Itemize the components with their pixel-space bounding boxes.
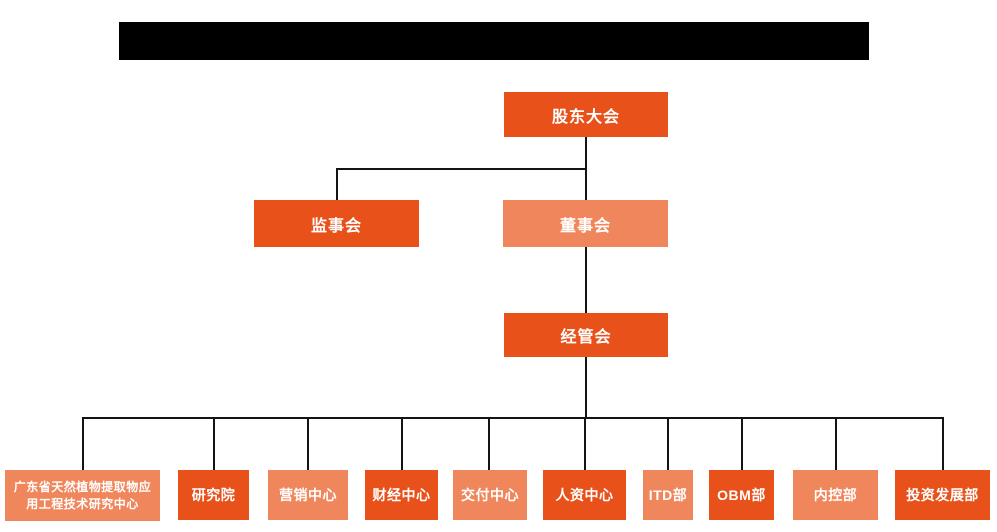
connector-dept-drop-1 — [82, 417, 84, 470]
dept-node-obm: OBM部 — [709, 470, 774, 520]
connector-management-down — [585, 357, 587, 419]
connector-supervisory-drop — [336, 168, 338, 200]
dept-label: OBM部 — [717, 487, 766, 503]
dept-node-hr-center: 人资中心 — [543, 470, 626, 520]
dept-label: 研究院 — [191, 487, 236, 503]
connector-dept-drop-9 — [835, 417, 837, 470]
connector-dept-drop-8 — [741, 417, 743, 470]
dept-label: 交付中心 — [461, 487, 519, 503]
dept-node-research-institute: 研究院 — [178, 470, 249, 520]
node-board-of-directors: 董事会 — [503, 200, 668, 247]
node-management-committee: 经管会 — [504, 313, 668, 357]
connector-departments-horizontal — [82, 417, 944, 419]
node-label: 经管会 — [560, 329, 612, 346]
node-shareholders-meeting: 股东大会 — [504, 92, 668, 137]
redacted-title-bar — [119, 22, 869, 60]
dept-node-marketing-center: 营销中心 — [268, 470, 348, 520]
connector-dept-drop-3 — [307, 417, 309, 470]
node-supervisory-board: 监事会 — [254, 200, 419, 247]
connector-dept-drop-10 — [942, 417, 944, 470]
dept-label: 内控部 — [813, 487, 858, 503]
node-label: 股东大会 — [551, 108, 620, 126]
connector-dept-drop-6 — [584, 417, 586, 470]
dept-node-finance-center: 财经中心 — [365, 470, 438, 520]
connector-board-management — [585, 247, 587, 313]
dept-node-investment-development: 投资发展部 — [895, 470, 990, 520]
dept-label: 投资发展部 — [906, 487, 979, 503]
dept-label: 广东省天然植物提取物应用工程技术研究中心 — [13, 480, 152, 511]
dept-node-delivery-center: 交付中心 — [453, 470, 527, 520]
dept-node-itd: ITD部 — [643, 470, 693, 520]
dept-label: ITD部 — [648, 487, 688, 503]
dept-node-guangdong-research-center: 广东省天然植物提取物应用工程技术研究中心 — [5, 470, 160, 521]
dept-label: 营销中心 — [279, 487, 337, 503]
node-label: 监事会 — [310, 217, 362, 235]
dept-node-internal-control: 内控部 — [793, 470, 878, 520]
dept-label: 人资中心 — [555, 487, 614, 503]
dept-label: 财经中心 — [372, 487, 431, 503]
connector-dept-drop-4 — [401, 417, 403, 470]
connector-dept-drop-5 — [488, 417, 490, 470]
node-label: 董事会 — [559, 217, 611, 235]
connector-dept-drop-7 — [667, 417, 669, 470]
connector-dept-drop-2 — [213, 417, 215, 470]
connector-level2-horizontal — [336, 168, 587, 170]
